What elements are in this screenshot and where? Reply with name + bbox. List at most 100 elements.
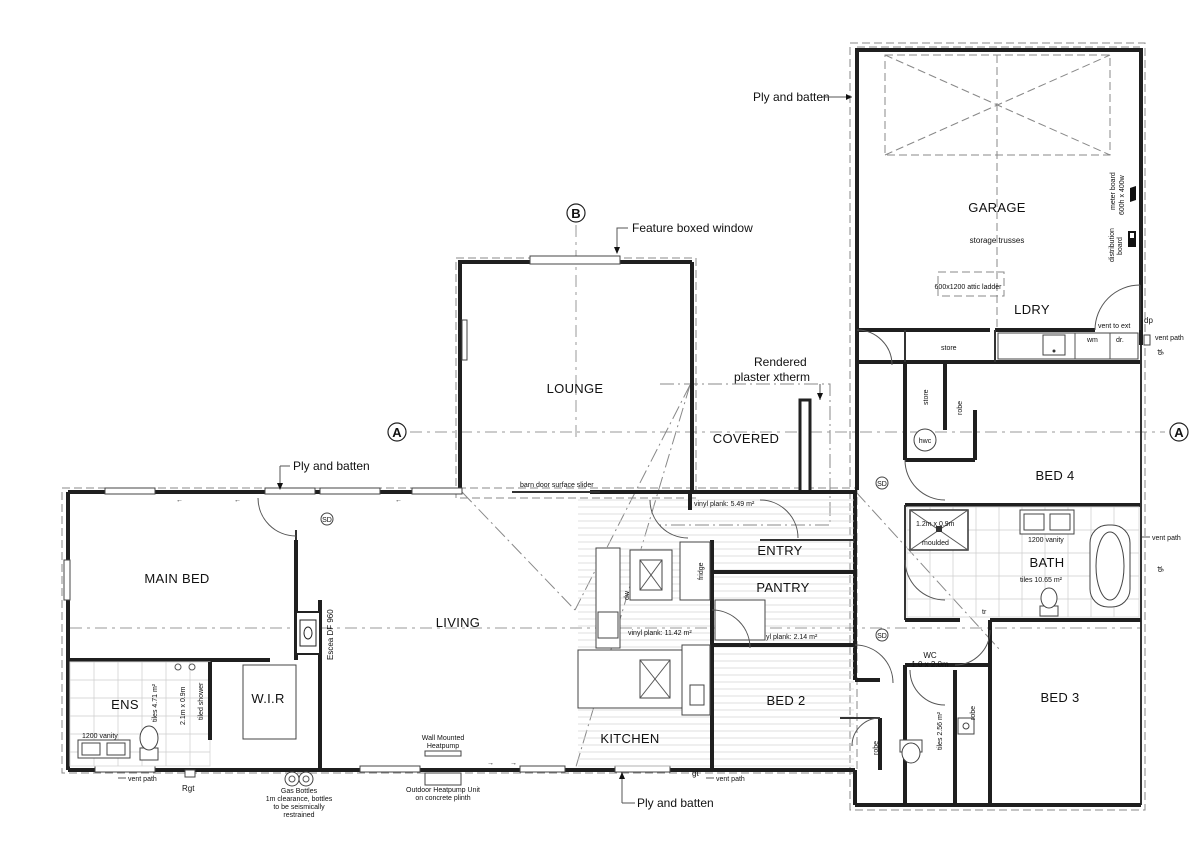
- attic-ladder-note: 600x1200 attic ladder: [935, 284, 1003, 291]
- heatpump-wall-line1: Wall Mounted: [422, 735, 465, 742]
- robe-wc-label: robe: [873, 741, 880, 755]
- main-wing-walls: [66, 490, 1141, 807]
- vinyl-pantry-note: vinyl plank: 2.14 m²: [757, 634, 818, 641]
- svg-text:A: A: [1174, 425, 1184, 440]
- hall-walls: [840, 618, 1141, 805]
- vent-to-ext-note: vent to ext: [1098, 323, 1130, 330]
- wc-door-swing: [909, 669, 946, 706]
- gas-note-line2: to be seismically: [273, 804, 325, 811]
- wm-label: wm: [1086, 337, 1098, 344]
- tr-label: tr: [982, 609, 987, 616]
- ens-shower-size: 2.1m x 0.9m: [180, 686, 187, 725]
- lounge-walls: [458, 255, 694, 492]
- vinyl-entry-note: vinyl plank: 5.49 m²: [694, 501, 755, 508]
- moulded-label: moulded: [922, 540, 949, 547]
- wc-basin: [957, 717, 975, 735]
- svg-text:A: A: [392, 425, 402, 440]
- front-door-swing: [759, 499, 799, 539]
- laundry-bench: [997, 332, 1139, 360]
- ply-batten-left-note: Ply and batten: [293, 459, 370, 473]
- room-label-main-bed: MAIN BED: [144, 571, 209, 586]
- main-bed-door-swing: [257, 497, 297, 537]
- store-label: store: [941, 345, 957, 352]
- svg-text:distribution: distribution: [1109, 228, 1116, 262]
- ensuite-tiles: [69, 661, 212, 767]
- ens-vanity-label: 1200 vanity: [82, 733, 118, 740]
- vent-path-bath-note: vent path: [1152, 535, 1181, 542]
- vent-path-ens-note: vent path: [128, 776, 157, 783]
- bath-tiles-note: tiles 10.65 m²: [1020, 577, 1063, 584]
- svg-text:←: ←: [176, 497, 183, 504]
- rendered-note-line1: Rendered: [754, 355, 807, 369]
- hwc-cylinder: [913, 428, 937, 452]
- heatpump-out-line1: Outdoor Heatpump Unit: [406, 787, 480, 794]
- lounge-window: [461, 319, 468, 361]
- dw-label: dw: [624, 590, 631, 600]
- room-label-pantry: PANTRY: [756, 580, 809, 595]
- room-label-wir: W.I.R: [251, 691, 284, 706]
- rgt-label: Rgt: [182, 784, 195, 793]
- distribution-board: distribution board: [1109, 228, 1136, 262]
- bath-toilet: [1039, 587, 1059, 617]
- store-vertical-label: store: [923, 389, 930, 405]
- smoke-detector-hall-2: [875, 628, 889, 642]
- bath-vanity: [1019, 509, 1075, 535]
- robe-hall-door-swing: [851, 717, 881, 747]
- feature-window-note: Feature boxed window: [632, 221, 753, 235]
- hwc-label: hwc: [919, 438, 932, 445]
- wc-tiles-note: tiles 2.56 m²: [937, 711, 944, 750]
- ens-shower-drain: [174, 663, 196, 671]
- svg-text:SD: SD: [877, 633, 887, 640]
- heatpump-out-line2: on concrete plinth: [415, 795, 470, 802]
- direction-arrows: ← ← ← → →: [176, 497, 517, 767]
- smoke-detector-hall: [875, 476, 889, 490]
- grid-bubble-a-left: A: [387, 422, 407, 442]
- fireplace-label: Escea DF 960: [326, 609, 335, 660]
- entry-door-swing: [649, 499, 689, 539]
- room-label-ldry: LDRY: [1014, 302, 1050, 317]
- svg-text:meter board: meter board: [1110, 172, 1117, 210]
- ens-vanity: [77, 739, 131, 759]
- outdoor-heatpump: [424, 772, 462, 786]
- fridge-label: fridge: [698, 562, 705, 580]
- svg-text:board: board: [1117, 237, 1124, 255]
- ens-tiles-note: tiles 4.71 m²: [152, 683, 159, 722]
- garage-internal-door-swing: [856, 329, 893, 366]
- room-label-bed3: BED 3: [1040, 690, 1079, 705]
- gas-note-line3: restrained: [283, 812, 314, 819]
- ens-toilet: [139, 725, 159, 761]
- svg-text:B: B: [571, 206, 580, 221]
- gas-note-line1: 1m clearance, bottles: [266, 796, 333, 803]
- storage-trusses-note: storage trusses: [970, 236, 1025, 245]
- bath-vanity-label: 1200 vanity: [1028, 537, 1064, 544]
- shower-size-label: 1.2m x 0.9m: [916, 521, 955, 528]
- rendered-note-line2: plaster xtherm: [734, 370, 810, 384]
- room-label-garage: GARAGE: [968, 200, 1025, 215]
- robe-bed3-label: robe: [970, 706, 977, 720]
- bath-door-swing: [904, 559, 946, 601]
- grid-bubble-b: B: [566, 203, 586, 223]
- room-label-ens: ENS: [111, 697, 139, 712]
- garage-door-swing: [1094, 284, 1141, 331]
- room-label-bed4: BED 4: [1035, 468, 1074, 483]
- kitchen-walls: [688, 492, 855, 770]
- room-label-bath: BATH: [1030, 555, 1065, 570]
- dp-label: dp: [1144, 316, 1153, 325]
- fireplace: [295, 611, 321, 655]
- barn-door-note: barn door surface slider: [520, 482, 594, 489]
- rendered-wall: [798, 384, 821, 494]
- tiled-shower-label: tiled shower: [198, 682, 205, 720]
- svg-text:SD: SD: [877, 481, 887, 488]
- room-label-wc: WC: [923, 651, 937, 660]
- room-label-covered: COVERED: [713, 431, 779, 446]
- bed3-door-swing: [954, 629, 991, 666]
- gt-bath-label: gt: [1157, 566, 1164, 572]
- ply-batten-bottom-note: Ply and batten: [637, 796, 714, 810]
- bed2-door-swing: [854, 644, 894, 684]
- gt-garage-label: gt: [1157, 349, 1164, 355]
- wc-toilet: [899, 739, 923, 764]
- dr-label: dr.: [1116, 337, 1124, 344]
- bathtub: [1089, 524, 1131, 608]
- wc-size-label: 1.0 x 2.0m: [911, 660, 949, 669]
